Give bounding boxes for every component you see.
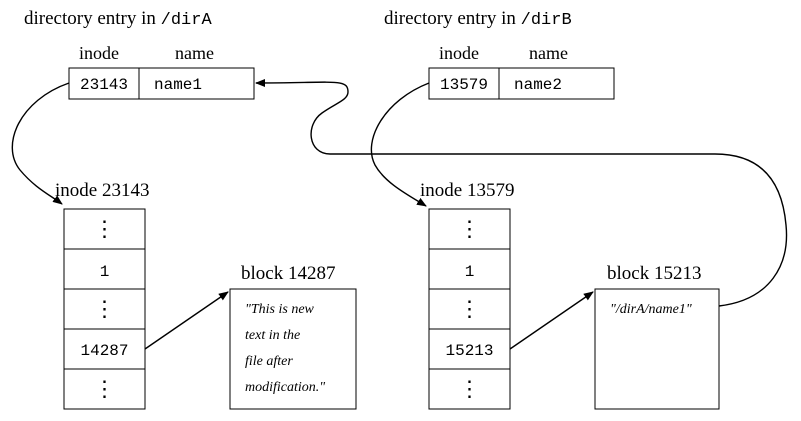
dir-b-name-value: name2: [514, 76, 562, 94]
dir-a-name-header: name: [175, 43, 214, 63]
block-b-title: block 15213: [607, 263, 701, 284]
inode-b: inode 13579 ⋮ 1 ⋮ 15213 ⋮: [420, 180, 514, 410]
inode-b-table: [428, 208, 511, 410]
dir-a-inode-value: 23143: [80, 76, 128, 94]
dir-a-title: directory entry in /dirA: [24, 8, 212, 30]
block-a-text-line: "This is new: [245, 302, 315, 317]
dir-b-to-inode-b-arrow: [370, 82, 430, 207]
inode-a-to-block-a-arrow: [144, 291, 229, 350]
dir-a-to-inode-a-arrow: [11, 82, 70, 205]
dir-b-name-header: name: [529, 43, 568, 63]
inode-b-cell-ellipsis: ⋮: [459, 296, 481, 321]
inode-a-cell-ellipsis: ⋮: [94, 216, 116, 241]
dir-b-title: directory entry in /dirB: [384, 8, 572, 30]
block-a-text-line: file after: [245, 354, 293, 369]
inode-a: inode 23143 ⋮ 1 ⋮ 14287 ⋮: [55, 180, 149, 410]
dir-a-inode-header: inode: [79, 43, 119, 63]
inode-b-to-block-b-arrow: [509, 291, 594, 350]
inode-b-cell-block-pointer: 15213: [445, 342, 493, 360]
inode-b-cell-link-count: 1: [465, 263, 475, 281]
inode-b-title: inode 13579: [420, 180, 514, 201]
inode-a-cell-block-pointer: 14287: [80, 342, 128, 360]
block-a: block 14287 "This is new text in the fil…: [229, 263, 357, 410]
inode-a-table: [63, 208, 146, 410]
inode-a-cell-link-count: 1: [100, 263, 110, 281]
dir-b-entry: directory entry in /dirB inode name 1357…: [384, 8, 615, 100]
inode-b-cell-ellipsis: ⋮: [459, 376, 481, 401]
block-b-text-line: "/dirA/name1": [610, 302, 692, 317]
inode-b-cell-ellipsis: ⋮: [459, 216, 481, 241]
dir-a-entry: directory entry in /dirA inode name 2314…: [24, 8, 255, 100]
symlink-to-dir-a-arrow: [255, 78, 788, 307]
block-a-box: [229, 288, 357, 410]
block-b-box: [594, 288, 720, 410]
dir-b-inode-value: 13579: [440, 76, 488, 94]
dir-b-row: [428, 67, 615, 100]
block-a-text-line: modification.": [245, 380, 325, 395]
block-b: block 15213 "/dirA/name1": [594, 263, 720, 410]
dir-a-row: [68, 67, 255, 100]
dir-a-name-value: name1: [154, 76, 202, 94]
inode-a-title: inode 23143: [55, 180, 149, 201]
dir-b-inode-header: inode: [439, 43, 479, 63]
block-a-text-line: text in the: [245, 328, 300, 343]
inode-a-cell-ellipsis: ⋮: [94, 376, 116, 401]
block-a-title: block 14287: [241, 263, 335, 284]
inode-a-cell-ellipsis: ⋮: [94, 296, 116, 321]
